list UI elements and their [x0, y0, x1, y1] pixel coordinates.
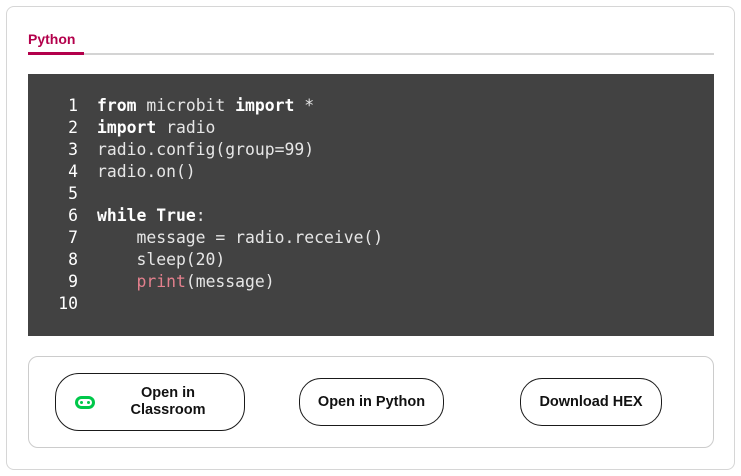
code-line: 5 [28, 183, 714, 205]
code-token: * [294, 96, 315, 115]
code-line: 2 import radio [28, 117, 714, 139]
line-number: 5 [68, 184, 78, 203]
code-card: Python 1 from microbit import * 2 import ra… [6, 6, 735, 470]
code-text: import radio [97, 117, 215, 139]
open-in-classroom-label: Open in Classroom [130, 385, 206, 418]
line-number: 3 [68, 140, 78, 159]
download-hex-label: Download HEX [539, 394, 643, 410]
code-keyword: import [235, 96, 295, 115]
code-text: print(message) [97, 271, 275, 293]
code-text: from microbit import * [97, 95, 314, 117]
line-number: 6 [68, 206, 78, 225]
code-line: 4 radio.on() [28, 161, 714, 183]
code-text: sleep(20) [97, 249, 225, 271]
line-number: 2 [68, 118, 78, 137]
code-token: microbit [136, 96, 236, 115]
code-token [97, 272, 136, 291]
line-number: 8 [68, 250, 78, 269]
code-line: 1 from microbit import * [28, 95, 714, 117]
code-token [146, 206, 156, 225]
language-tabs: Python [28, 31, 714, 55]
tab-python-label: Python [28, 31, 76, 47]
code-line: 3 radio.config(group=99) [28, 139, 714, 161]
code-line: 10 [28, 293, 714, 315]
line-number: 9 [68, 272, 78, 291]
line-number: 10 [58, 294, 78, 313]
code-editor: 1 from microbit import * 2 import radio 3 rad… [28, 74, 714, 336]
code-token: (message) [185, 272, 275, 291]
code-token: : [195, 206, 206, 225]
code-keyword: import [97, 118, 157, 137]
open-in-python-button[interactable]: Open in Python [299, 378, 444, 426]
code-keyword: while [97, 206, 147, 225]
code-text: while True: [97, 205, 206, 227]
code-line: 9 print(message) [28, 271, 714, 293]
code-line: 6 while True: [28, 205, 714, 227]
code-token: sleep(20) [97, 250, 226, 269]
code-line: 8 sleep(20) [28, 249, 714, 271]
code-token: radio [156, 118, 216, 137]
line-number: 1 [68, 96, 78, 115]
code-keyword: from [97, 96, 137, 115]
microbit-icon [75, 396, 95, 409]
code-token: radio.on() [97, 162, 196, 181]
line-number: 7 [68, 228, 78, 247]
code-line: 7 message = radio.receive() [28, 227, 714, 249]
code-token: radio.config(group=99) [97, 140, 315, 159]
code-text: message = radio.receive() [97, 227, 383, 249]
active-tab-indicator [28, 52, 84, 55]
actions-panel: Open in Classroom Open in Python Downloa… [28, 356, 714, 448]
tab-python[interactable]: Python [28, 31, 75, 55]
line-number: 4 [68, 162, 78, 181]
open-in-classroom-button[interactable]: Open in Classroom [55, 373, 245, 431]
code-keyword: True [156, 206, 196, 225]
download-hex-button[interactable]: Download HEX [520, 378, 662, 426]
code-builtin: print [136, 272, 186, 291]
code-text: radio.on() [97, 161, 196, 183]
code-token: message = radio.receive() [97, 228, 384, 247]
open-in-python-label: Open in Python [317, 394, 426, 410]
code-text: radio.config(group=99) [97, 139, 314, 161]
